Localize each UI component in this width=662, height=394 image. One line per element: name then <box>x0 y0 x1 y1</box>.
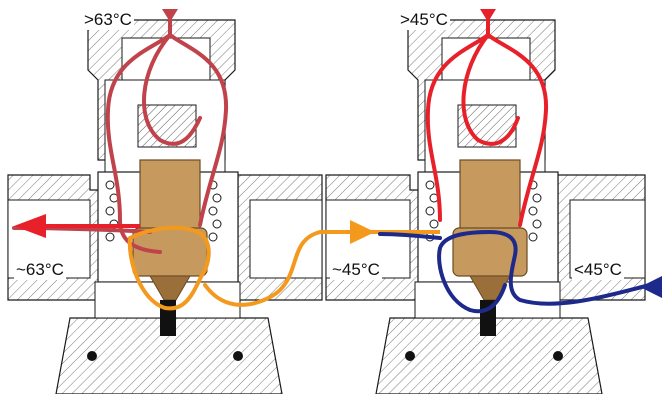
left-hot-inlet-label: >63°C <box>82 10 134 30</box>
right-valve-body <box>325 19 646 394</box>
right-hot-inlet-arrow <box>480 9 496 22</box>
left-valve-body <box>7 19 323 394</box>
right-mixed-outlet-label: ~45°C <box>330 260 382 280</box>
left-hot-inlet-arrow <box>162 9 178 22</box>
right-cold-inlet-label: <45°C <box>572 260 624 280</box>
right-hot-flow <box>425 12 549 227</box>
cold-inlet-arrow <box>640 276 662 298</box>
right-cold-flow <box>378 229 652 314</box>
right-hot-inlet-label: >45°C <box>398 10 450 30</box>
left-warm-flow <box>127 225 372 311</box>
left-hot-flow <box>12 12 229 254</box>
warm-flow-arrow <box>350 220 375 244</box>
left-mixed-outlet-label: ~63°C <box>14 260 66 280</box>
left-mixed-out-flow <box>14 214 140 238</box>
